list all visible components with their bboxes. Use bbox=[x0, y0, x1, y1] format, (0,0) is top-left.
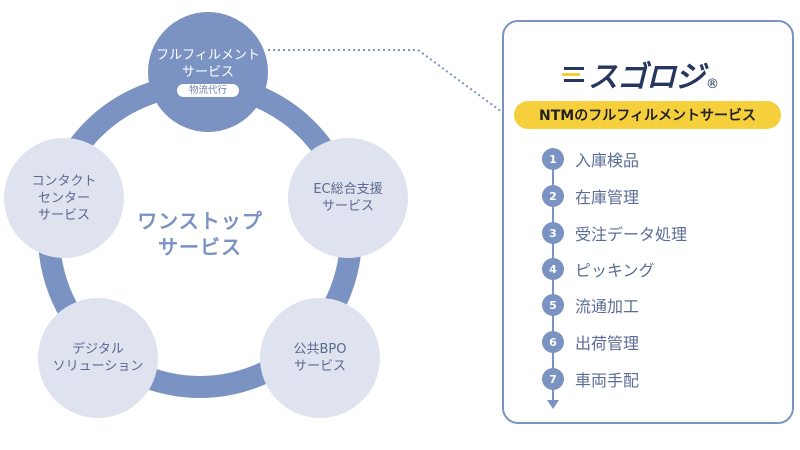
step-item: 1 入庫検品 bbox=[542, 148, 639, 170]
node-ec-label: EC総合支援 サービス bbox=[313, 182, 383, 214]
service-banner: NTMのフルフィルメントサービス bbox=[514, 101, 781, 129]
step-number: 4 bbox=[542, 258, 564, 280]
timeline-arrow-icon bbox=[547, 400, 559, 409]
step-item: 3 受注データ処理 bbox=[542, 222, 687, 244]
step-item: 4 ピッキング bbox=[542, 258, 655, 280]
step-number: 2 bbox=[542, 185, 564, 207]
node-fulfillment: フルフィルメント サービス 物流代行 bbox=[148, 12, 268, 132]
service-panel: スゴロジ ® NTMのフルフィルメントサービス 1 入庫検品 2 在庫管理 3 … bbox=[502, 20, 794, 424]
step-number: 1 bbox=[542, 148, 564, 170]
step-number: 3 bbox=[542, 222, 564, 244]
logo-registered-mark: ® bbox=[706, 77, 719, 92]
step-label: ピッキング bbox=[575, 261, 655, 280]
center-label: ワンストップ サービス bbox=[137, 209, 263, 259]
node-bpo-label: 公共BPO サービス bbox=[293, 342, 347, 374]
step-label: 受注データ処理 bbox=[575, 225, 688, 244]
step-number: 5 bbox=[542, 294, 564, 316]
node-fulfillment-badge: 物流代行 bbox=[176, 84, 239, 97]
step-number: 6 bbox=[542, 331, 564, 353]
step-item: 7 車両手配 bbox=[542, 368, 639, 390]
logo: スゴロジ ® bbox=[562, 52, 719, 96]
node-fulfillment-label: フルフィルメント サービス bbox=[156, 48, 260, 80]
node-bpo: 公共BPO サービス bbox=[260, 298, 380, 418]
node-contact: コンタクト センター サービス bbox=[4, 138, 124, 258]
step-label: 出荷管理 bbox=[575, 334, 640, 353]
step-label: 在庫管理 bbox=[575, 188, 640, 207]
logo-stripes-icon bbox=[562, 67, 584, 82]
node-ec: EC総合支援 サービス bbox=[288, 138, 408, 258]
step-number: 7 bbox=[542, 368, 564, 390]
step-item: 6 出荷管理 bbox=[542, 331, 639, 353]
logo-text: スゴロジ bbox=[588, 60, 705, 95]
step-label: 流通加工 bbox=[575, 297, 640, 316]
node-digital-label: デジタル ソリューション bbox=[52, 342, 144, 374]
step-item: 5 流通加工 bbox=[542, 294, 639, 316]
node-contact-label: コンタクト センター サービス bbox=[31, 173, 97, 223]
step-label: 車両手配 bbox=[575, 371, 640, 390]
step-item: 2 在庫管理 bbox=[542, 185, 639, 207]
node-digital: デジタル ソリューション bbox=[38, 298, 158, 418]
connector-dotted-line bbox=[268, 49, 503, 113]
step-label: 入庫検品 bbox=[575, 151, 640, 170]
